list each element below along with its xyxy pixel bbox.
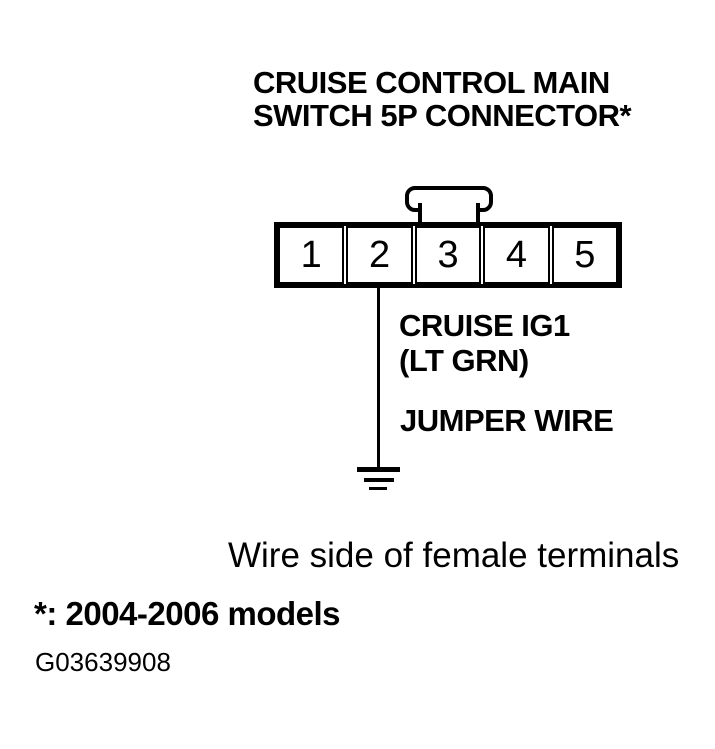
terminal-1: 1 xyxy=(278,226,345,284)
terminal-4: 4 xyxy=(483,226,550,284)
view-caption: Wire side of female terminals xyxy=(228,536,680,575)
jumper-wire-line xyxy=(377,288,380,469)
terminal-5: 5 xyxy=(551,226,619,284)
terminal-4-number: 4 xyxy=(505,234,527,276)
jumper-wire-label: JUMPER WIRE xyxy=(400,403,614,438)
wire-name-line2: (LT GRN) xyxy=(399,343,529,378)
ground-bar-top xyxy=(357,467,400,472)
terminal-3: 3 xyxy=(414,226,482,284)
ground-bar-middle xyxy=(364,478,394,482)
connector-body: 1 2 3 4 5 xyxy=(274,222,622,288)
terminal-2-number: 2 xyxy=(369,234,391,276)
wire-name-line1: CRUISE IG1 xyxy=(399,308,570,343)
connector-lock-tab-stem xyxy=(418,203,480,224)
ground-bar-bottom xyxy=(369,487,387,490)
terminal-2: 2 xyxy=(346,226,413,284)
terminal-3-number: 3 xyxy=(437,234,459,276)
diagram-title-line2: SWITCH 5P CONNECTOR* xyxy=(253,98,632,133)
terminal-5-number: 5 xyxy=(574,234,596,276)
figure-id: G03639908 xyxy=(35,647,171,677)
diagram-title: CRUISE CONTROL MAIN SWITCH 5P CONNECTOR* xyxy=(253,65,632,133)
model-footnote: *: 2004-2006 models xyxy=(34,595,341,632)
diagram-title-line1: CRUISE CONTROL MAIN xyxy=(253,65,610,100)
terminal-1-number: 1 xyxy=(300,234,322,276)
wire-name-label: CRUISE IG1 (LT GRN) xyxy=(399,308,570,378)
